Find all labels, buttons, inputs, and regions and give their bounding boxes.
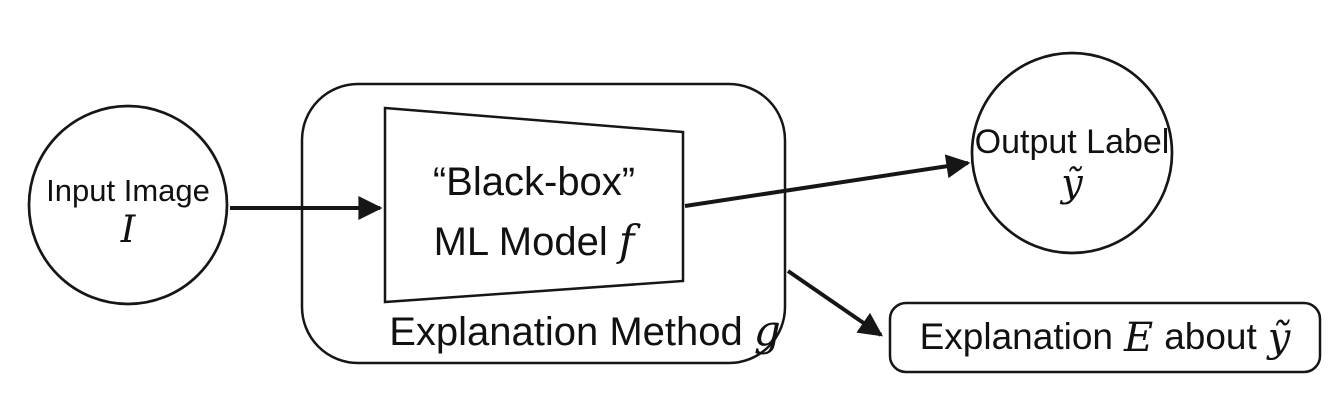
model-trapezoid-label: “Black-box” ML Model f [392, 153, 676, 272]
output-circle-title: Output Label [974, 123, 1170, 161]
model-trapezoid [383, 106, 685, 304]
explanation-text-prefix: Explanation [919, 316, 1113, 358]
explanation-symbol-e: E [1123, 314, 1154, 361]
model-line2: ML Model f [392, 211, 676, 272]
arrow-method-to-explanation [786, 269, 883, 337]
arrow-model-to-output [684, 154, 971, 208]
input-symbol: I [120, 208, 136, 252]
method-symbol: g [753, 306, 781, 355]
output-symbol: ỹ [1061, 160, 1083, 205]
model-line1: “Black-box” [432, 160, 636, 204]
method-label-text: Explanation Method [389, 310, 743, 354]
output-circle [970, 51, 1174, 255]
input-circle-title: Input Image [46, 173, 210, 208]
model-symbol: f [618, 216, 635, 265]
explanation-text-middle: about [1164, 316, 1257, 358]
explanation-output-label: Explanation E about ỹ [890, 303, 1320, 372]
output-circle-label: Output Label ỹ [972, 122, 1172, 205]
input-circle-label: Input Image I [28, 172, 228, 252]
input-circle [27, 104, 229, 306]
explanation-output-box [888, 301, 1322, 374]
model-line2-text: ML Model [433, 220, 608, 264]
explanation-symbol-y: ỹ [1267, 314, 1291, 361]
explanation-method-label: Explanation Method g [385, 306, 785, 356]
